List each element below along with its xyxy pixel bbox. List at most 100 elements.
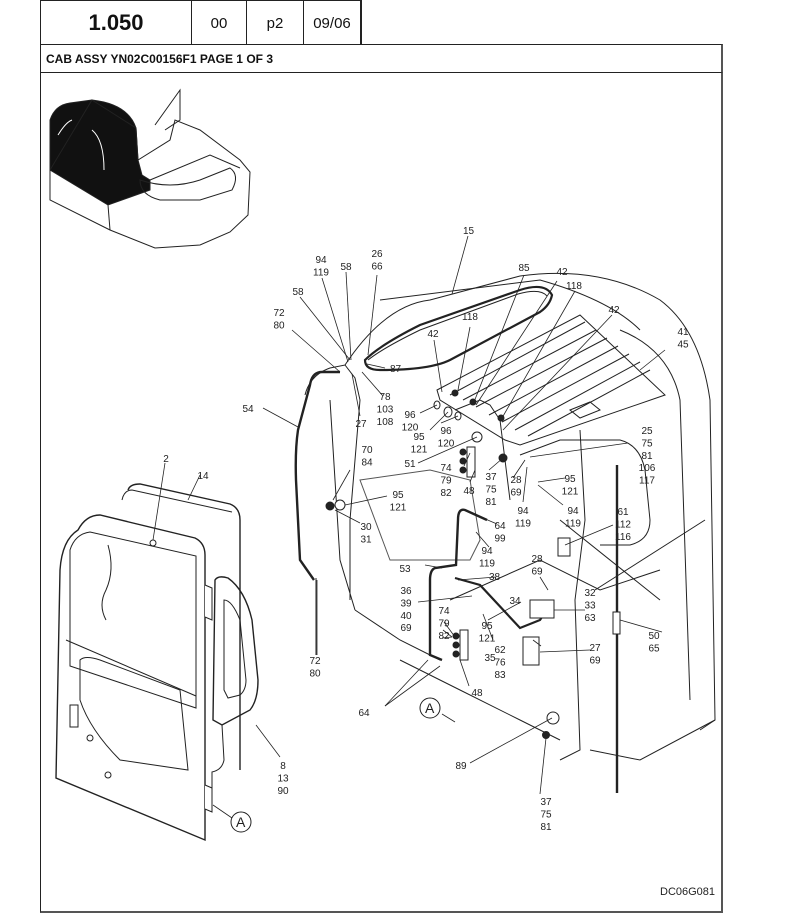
callout-part-number: 121 (411, 444, 428, 455)
callout-part-number: 69 (531, 566, 543, 577)
callout-part-number: 74 (440, 463, 452, 474)
callout-118-a: 118 (462, 312, 478, 323)
callout-part-number: 108 (377, 417, 394, 428)
callout-part-number: 120 (438, 438, 455, 449)
detail-marker-a-cab-label: A (425, 700, 435, 716)
callout-part-number: 31 (360, 534, 372, 545)
page-cell: p2 (247, 1, 304, 45)
callout-part-number: 42 (427, 329, 439, 340)
callout-part-number: 64 (358, 708, 370, 719)
callout-51: 51 (404, 459, 416, 470)
callout-part-number: 119 (479, 558, 495, 569)
callout-part-number: 70 (361, 445, 373, 456)
cab-body (304, 272, 716, 761)
callout-part-number: 95 (413, 432, 425, 443)
callout-35: 35 (484, 653, 496, 664)
callout-part-number: 48 (463, 486, 475, 497)
callout-part-number: 33 (584, 600, 596, 611)
callout-part-number: 76 (494, 657, 506, 668)
callout-53: 53 (399, 564, 411, 575)
callout-part-number: 26 (371, 249, 383, 260)
callout-part-number: 82 (440, 488, 452, 499)
callout-part-number: 117 (639, 476, 655, 487)
callout-118-b: 118 (566, 281, 582, 292)
callout-part-number: 81 (641, 451, 653, 462)
callout-part-number: 64 (494, 521, 506, 532)
callout-part-number: 28 (531, 554, 543, 565)
callout-part-number: 75 (641, 438, 653, 449)
page-title: CAB ASSY YN02C00156F1 PAGE 1 OF 3 (40, 44, 723, 73)
headliner-panel (436, 314, 666, 446)
callout-part-number: 53 (399, 564, 411, 575)
handrail (294, 370, 340, 655)
callout-part-number: 36 (400, 586, 412, 597)
callout-2: 2 (163, 454, 169, 465)
callout-85: 85 (518, 263, 530, 274)
callout-part-number: 95 (481, 621, 493, 632)
callout-27-top: 27 (355, 419, 367, 430)
callout-part-number: 96 (440, 426, 452, 437)
callout-part-number: 2 (163, 454, 169, 465)
callout-part-number: 81 (540, 822, 552, 833)
callout-part-number: 103 (377, 404, 394, 415)
callout-part-number: 58 (340, 262, 352, 273)
detail-marker-a-cab (419, 697, 441, 719)
date-cell: 09/06 (304, 1, 361, 45)
callout-42-c: 42 (608, 305, 620, 316)
callout-part-number: 42 (608, 305, 620, 316)
callout-part-number: 89 (455, 761, 467, 772)
header-table: 1.050 00 p2 09/06 (40, 0, 362, 45)
callout-part-number: 79 (440, 475, 452, 486)
callout-part-number: 28 (510, 475, 522, 486)
callout-part-number: 119 (515, 518, 531, 529)
callout-54: 54 (242, 404, 254, 415)
callout-48-a: 48 (463, 486, 475, 497)
callout-part-number: 65 (648, 643, 660, 654)
callout-part-number: 118 (462, 312, 478, 323)
callout-part-number: 121 (479, 633, 496, 644)
callout-part-number: 69 (510, 487, 522, 498)
callout-part-number: 39 (400, 598, 412, 609)
handrail-inner (428, 508, 488, 662)
callout-part-number: 14 (197, 471, 209, 482)
callout-part-number: 95 (392, 490, 404, 501)
callout-87: 87 (390, 364, 402, 375)
callout-part-number: 8 (280, 761, 286, 772)
drawing-frame (40, 73, 723, 913)
callout-part-number: 118 (566, 281, 582, 292)
callout-part-number: 32 (584, 588, 596, 599)
callout-part-number: 94 (567, 506, 579, 517)
callout-part-number: 66 (371, 261, 383, 272)
callout-part-number: 116 (615, 532, 631, 543)
callout-42-b: 42 (556, 267, 568, 278)
callout-part-number: 83 (494, 670, 506, 681)
callout-part-number: 61 (617, 507, 629, 518)
callout-part-number: 94 (481, 546, 493, 557)
revision-cell: 00 (192, 1, 247, 45)
locator-thumbnail (49, 88, 251, 249)
callout-part-number: 41 (677, 327, 689, 338)
callout-part-number: 120 (402, 422, 419, 433)
callout-part-number: 15 (463, 226, 475, 237)
callout-part-number: 37 (540, 797, 552, 808)
release-rod (454, 576, 555, 666)
callout-part-number: 84 (361, 457, 373, 468)
callout-part-number: 63 (584, 613, 596, 624)
callout-part-number: 27 (589, 643, 601, 654)
callout-part-number: 27 (355, 419, 367, 430)
door-assembly (55, 483, 241, 842)
callout-part-number: 38 (489, 572, 501, 583)
callout-part-number: 13 (277, 773, 289, 784)
